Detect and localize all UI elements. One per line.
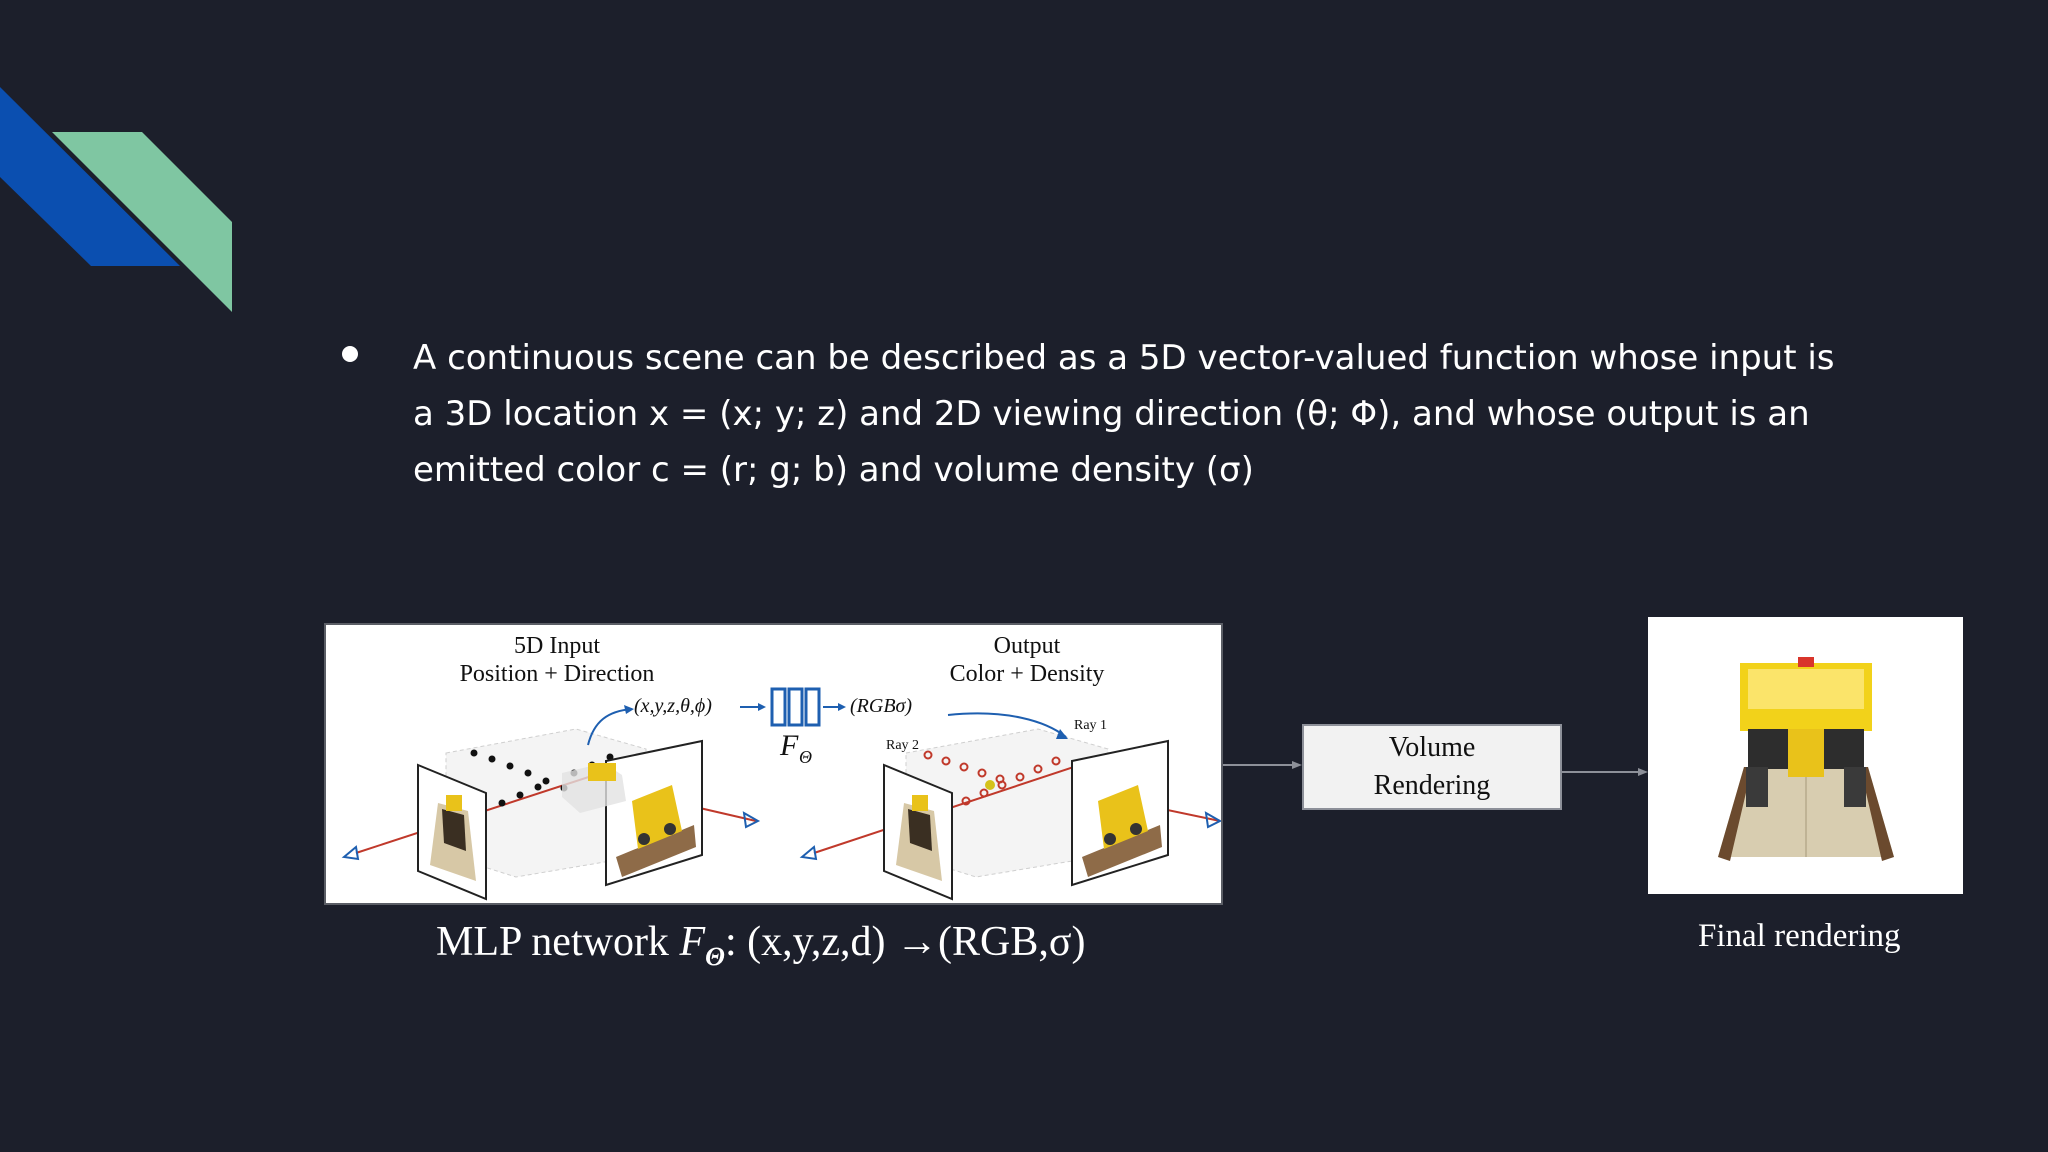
final-rendering-caption: Final rendering	[1698, 918, 1901, 954]
nerf-pipeline-figure: 5D Input Position + Direction Output Col…	[324, 623, 1223, 905]
blue-stripe	[0, 87, 180, 266]
mlp-caption: MLP network FΘ: (x,y,z,d) →(RGB,σ)	[436, 918, 1085, 972]
rendered-bulldozer	[1718, 657, 1894, 861]
left-camera-frame	[417, 763, 487, 901]
bullet-text: A continuous scene can be described as a…	[413, 338, 1835, 490]
mlp-caption-subscript: Θ	[705, 942, 725, 971]
arrow-from-network-head	[838, 703, 846, 711]
bullet-item: A continuous scene can be described as a…	[334, 330, 1864, 498]
network-symbol: F	[779, 729, 799, 762]
output-subtitle: Color + Density	[950, 661, 1105, 687]
input-scene	[341, 705, 761, 901]
volume-rendering-box: Volume Rendering	[1302, 724, 1562, 810]
right-camera-frame-2	[1071, 739, 1169, 887]
arrow-to-network-head	[758, 703, 766, 711]
right-camera-frame	[605, 739, 703, 887]
bulldozer-model	[562, 763, 626, 813]
left-ray-head-right	[742, 811, 761, 829]
volume-rendering-line2: Rendering	[1373, 770, 1491, 801]
mlp-caption-symbol: F	[679, 919, 706, 965]
output-title: Output	[994, 633, 1061, 659]
volume-rendering-line1: Volume	[1388, 732, 1476, 763]
network-subscript: Θ	[799, 747, 812, 767]
input-title: 5D Input	[514, 633, 600, 659]
right-ray-head-left	[799, 845, 818, 861]
mlp-caption-prefix: MLP network	[436, 919, 680, 965]
corner-decoration	[0, 87, 232, 312]
ray1-label: Ray 1	[1074, 718, 1107, 733]
ray2-samples	[923, 750, 1061, 806]
network-icon	[770, 687, 821, 727]
input-tuple: (x,y,z,θ,ϕ)	[634, 695, 712, 717]
bullet-dot	[342, 346, 358, 362]
mlp-caption-suffix: : (x,y,z,d) →(RGB,σ)	[724, 919, 1086, 965]
left-camera-frame-2	[883, 763, 953, 901]
left-ray-head-left	[341, 845, 360, 861]
final-rendering-image	[1648, 617, 1963, 894]
output-scene: Ray 1 Ray 2	[799, 712, 1221, 901]
right-ray-head-right	[1204, 811, 1221, 829]
output-curve-arrow	[947, 712, 1067, 738]
ray2-label: Ray 2	[886, 738, 919, 753]
input-subtitle: Position + Direction	[460, 661, 655, 687]
output-tuple: (RGBσ)	[850, 695, 912, 717]
green-stripe	[52, 132, 232, 312]
